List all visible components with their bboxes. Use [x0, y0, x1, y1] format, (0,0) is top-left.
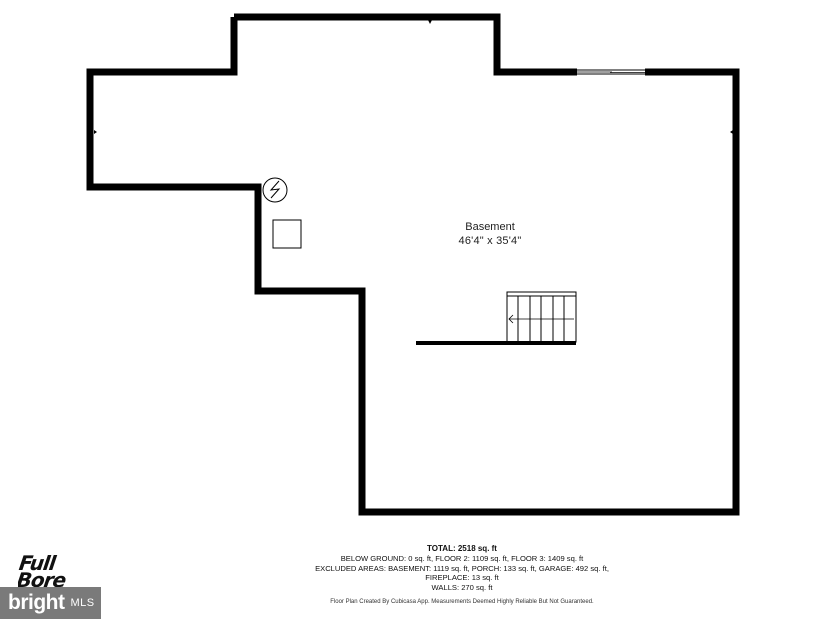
water-heater-icon — [262, 177, 288, 203]
bright-mls-badge: bright MLS — [0, 587, 101, 619]
walls-area: WALLS: 270 sq. ft — [431, 582, 493, 592]
badge-suffix: MLS — [70, 597, 95, 609]
logo-text: Full Bore — [18, 555, 67, 587]
total-area: TOTAL: 2518 sq. ft — [427, 544, 497, 553]
wall-marker — [94, 20, 733, 134]
room-dimensions: 46'4" x 35'4" — [458, 235, 522, 247]
utility-box — [272, 219, 302, 249]
badge-word: bright — [8, 591, 65, 614]
exterior-wall — [86, 17, 740, 516]
sliding-door — [577, 69, 645, 75]
area-breakdown: BELOW GROUND: 0 sq. ft, FLOOR 2: 1109 sq… — [340, 554, 584, 563]
stairs — [506, 291, 577, 343]
excluded-areas: EXCLUDED AREAS: BASEMENT: 1119 sq. ft, P… — [315, 563, 609, 573]
exterior-wall — [234, 13, 577, 76]
company-logo: Full Bore — [18, 555, 78, 587]
stairs-arrow-icon — [508, 314, 514, 324]
disclaimer: Floor Plan Created By Cubicasa App. Meas… — [330, 599, 594, 605]
room-name: Basement — [465, 221, 515, 233]
fireplace-area: FIREPLACE: 13 sq. ft — [425, 573, 499, 582]
